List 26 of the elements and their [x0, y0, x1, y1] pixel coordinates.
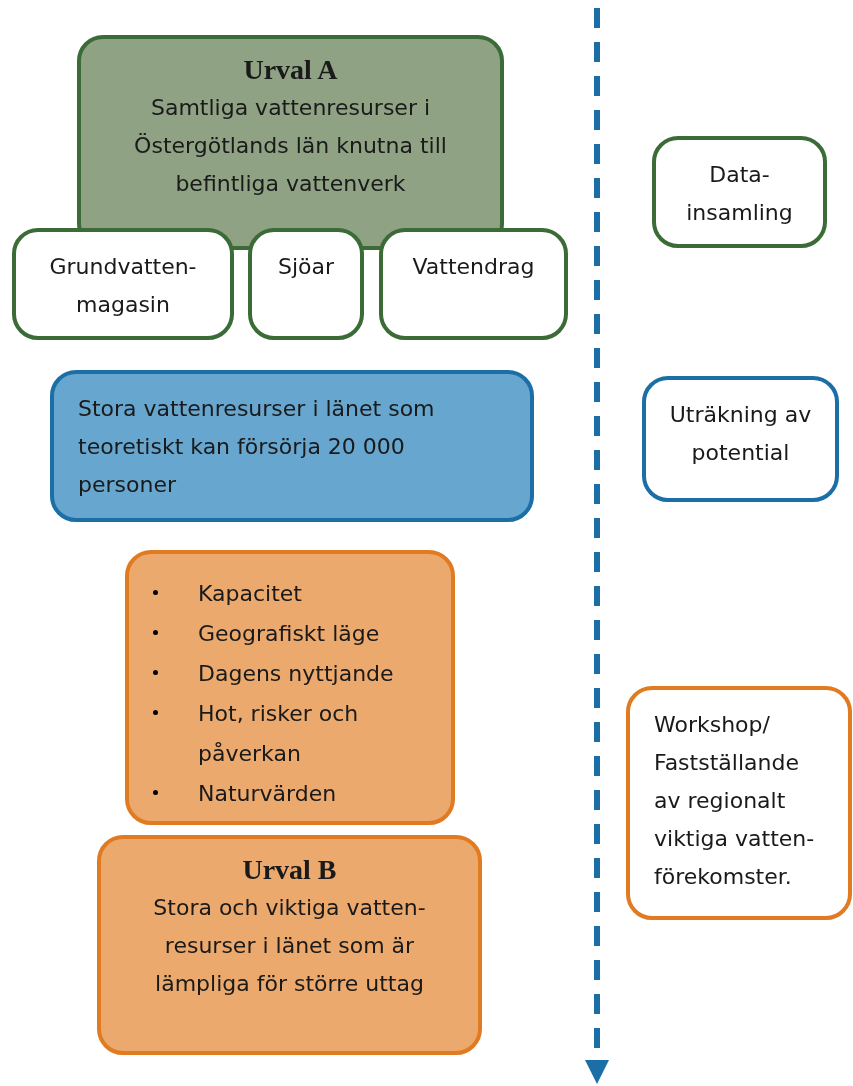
- box-text: Samtliga vattenresurser i Östergötlands län knutna till befintliga vattenverk: [133, 94, 448, 198]
- list-item: Hot, risker och påverkan: [198, 700, 360, 768]
- box-text: Vattendrag: [412, 253, 535, 281]
- process-box: [12, 228, 234, 340]
- process-box: [642, 376, 839, 502]
- box-heading: Urval B: [242, 853, 337, 887]
- box-text: Workshop/ Fastställande av regionalt viktiga vatten- förekomster.: [654, 711, 816, 891]
- list-item: Geografiskt läge: [198, 620, 381, 648]
- box-text: Stora vattenresurser i länet som teoretiskt kan försörja 20 000 personer: [78, 395, 436, 499]
- list-item: Kapacitet: [198, 580, 303, 608]
- box-text: Stora och viktiga vatten- resurser i länet som är lämpliga för större uttag: [152, 894, 427, 998]
- process-box: [77, 35, 504, 250]
- box-text: Sjöar: [277, 253, 335, 281]
- box-text: Grundvatten- magasin: [48, 253, 198, 319]
- box-heading: Urval A: [243, 53, 338, 87]
- process-box: [626, 686, 852, 920]
- process-box: [379, 228, 568, 340]
- process-box: [50, 370, 534, 522]
- criteria-box: [125, 550, 455, 825]
- list-item: Dagens nyttjande: [198, 660, 395, 688]
- box-text: Uträkning av potential: [668, 401, 813, 467]
- process-box: [97, 835, 482, 1055]
- process-box: [652, 136, 827, 248]
- process-box: [248, 228, 364, 340]
- list-item: Naturvärden: [198, 780, 338, 808]
- box-text: Data- insamling: [685, 161, 794, 227]
